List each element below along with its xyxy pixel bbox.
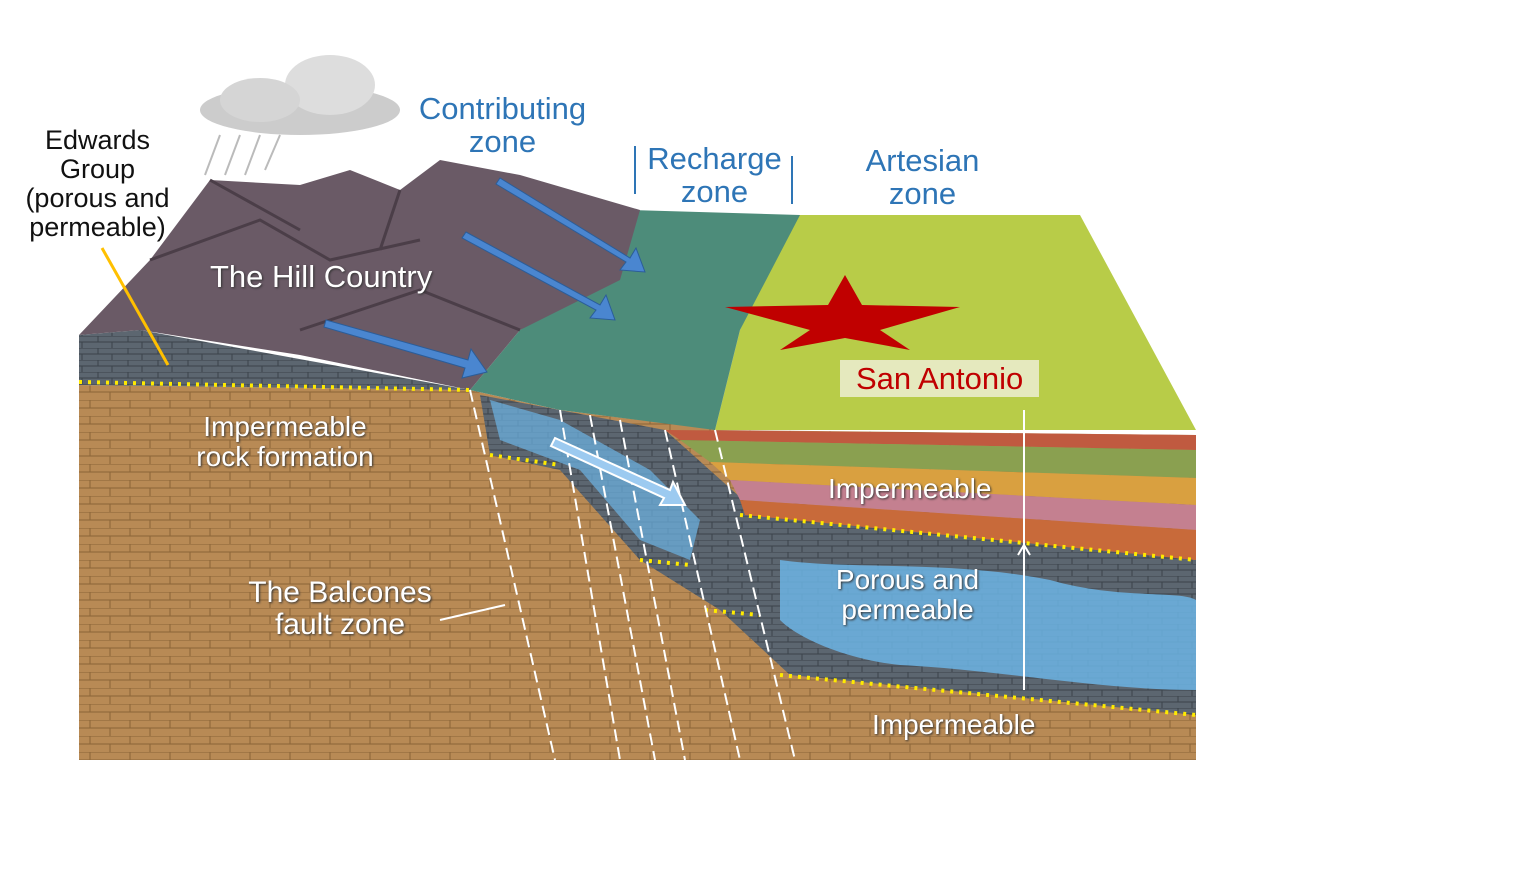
groundwater-flow-arrow	[549, 436, 687, 506]
recharge-flow-arrows	[323, 177, 646, 379]
hill-country-label: The Hill Country	[210, 259, 433, 294]
hill-country	[79, 160, 640, 390]
aquifer-water	[780, 560, 1196, 690]
edwards-group-label: Edwards Group (porous and permeable)	[25, 125, 170, 243]
hill-ridges	[149, 178, 521, 332]
rain-cloud-icon	[200, 55, 400, 176]
recharge-surface	[470, 210, 800, 430]
balcones-faults	[469, 389, 796, 761]
artesian-well	[1017, 410, 1031, 690]
contributing-zone-label: Contributing zone	[418, 91, 587, 160]
aquifer-boundaries	[78, 380, 1197, 717]
balcones-fault-label: The Balcones fault zone	[248, 576, 432, 642]
capital-star-icon	[725, 275, 960, 350]
layer-pink	[730, 480, 1196, 530]
layer-orange	[710, 462, 1196, 505]
san-antonio-label: San Antonio	[840, 360, 1040, 398]
edwards-outcrop	[79, 330, 470, 390]
edwards-pointer	[100, 247, 170, 366]
recharge-zone-left-bar	[634, 146, 636, 194]
fault-label-pointer	[439, 604, 506, 621]
artesian-plain	[715, 215, 1196, 430]
impermeable-rock-label: Impermeable rock formation	[196, 411, 374, 473]
impermeable-upper-label: Impermeable	[828, 473, 992, 504]
porous-permeable-label: Porous and permeable	[835, 564, 980, 626]
impermeable-lower-label: Impermeable	[872, 709, 1036, 740]
layer-red	[665, 430, 1196, 450]
recharge-zone-right-bar	[791, 156, 793, 204]
layer-rust	[740, 500, 1196, 560]
artesian-zone-label: Artesian zone	[865, 143, 980, 212]
aquifer-water-fault	[490, 400, 700, 560]
recharge-zone-label: Recharge zone	[647, 141, 782, 210]
layer-green	[680, 440, 1196, 478]
